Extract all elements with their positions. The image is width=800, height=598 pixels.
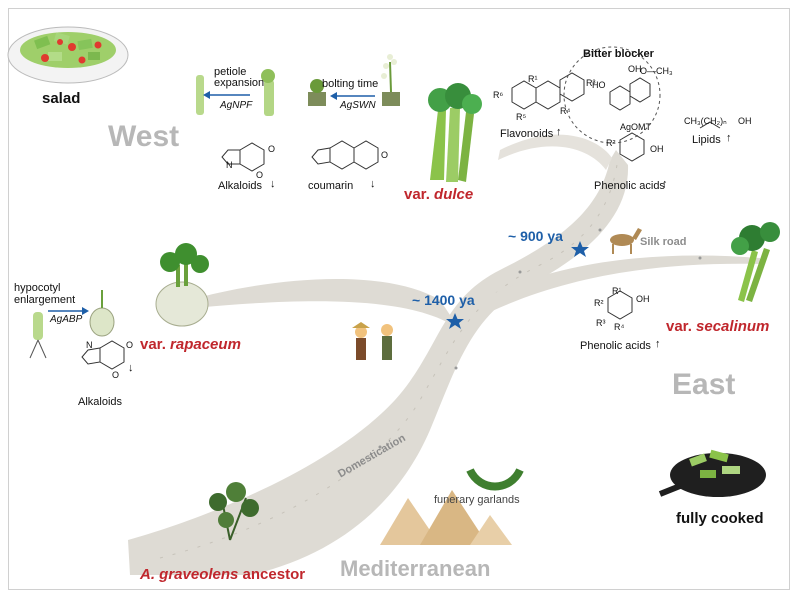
timeline-900: ~ 900 ya <box>508 228 563 244</box>
bb-och3: O—CH₃ <box>640 66 673 76</box>
flav-r4: R⁵ <box>516 112 527 122</box>
bolting-plant-icons <box>308 54 400 106</box>
rapaceum-road <box>190 279 460 330</box>
secalinum-celery-icon <box>731 222 780 302</box>
sec-phenolic-label: Phenolic acids <box>580 340 651 352</box>
dulce-phenolic-r2: R² <box>606 138 616 148</box>
dulce-phenolic-label: Phenolic acids <box>594 180 665 192</box>
dulce-celery-icon <box>428 83 482 182</box>
sec-phenolic-r2: R² <box>594 298 604 308</box>
alk-o-1: O <box>268 144 276 154</box>
alk-n-1: N <box>226 160 233 170</box>
timeline-1400: ~ 1400 ya <box>412 292 475 308</box>
dulce-road <box>498 134 612 170</box>
var-rapaceum-label: var. rapaceum <box>140 336 241 353</box>
ancestor-label: A. graveolens ancestor <box>140 566 306 583</box>
bb-ho: HO <box>592 80 606 90</box>
region-east: East <box>672 368 736 401</box>
var-dulce-label: var. dulce <box>404 186 474 203</box>
sec-phenolic-up-arrow: ↑ <box>655 338 661 350</box>
flav-r2: R¹ <box>528 74 538 84</box>
camel-icon <box>610 228 642 254</box>
fully-cooked-label: fully cooked <box>676 510 764 527</box>
rapaceum-celeriac-icon <box>155 243 209 327</box>
sec-phenolic-r3: R³ <box>596 318 606 328</box>
sec-phenolic-r4: R⁴ <box>614 322 625 332</box>
dulce-phenolic-up-arrow: ↑ <box>662 178 668 190</box>
coumarin-o: O <box>381 150 389 160</box>
coumarin-label: coumarin <box>308 180 354 192</box>
chemical-structures <box>81 72 721 370</box>
lipids-label: Lipids <box>692 134 721 146</box>
pyramids-icon <box>380 490 512 545</box>
star-900-icon <box>571 241 589 257</box>
flav-r3: R³ <box>586 78 596 88</box>
hypocotyl-label: hypocotyl enlargement <box>14 282 76 306</box>
salad-label: salad <box>42 90 81 107</box>
sec-phenolic-oh: OH <box>636 294 650 304</box>
domestication-road <box>128 150 629 575</box>
star-1400-icon <box>446 313 464 329</box>
garland-icon <box>466 467 524 491</box>
coumarin-down-arrow: ↓ <box>370 178 376 190</box>
road-network <box>128 134 760 575</box>
lipid-oh: OH <box>738 116 752 126</box>
bitter-blocker-label: Bitter blocker <box>583 48 654 60</box>
region-west: West <box>108 120 180 153</box>
agnpf-gene: AgNPF <box>220 100 253 111</box>
rapaceum-alkaloids-label: Alkaloids <box>78 396 123 408</box>
silk-road <box>480 255 760 312</box>
lipids-up-arrow: ↑ <box>726 132 732 144</box>
flavonoids-label: Flavonoids <box>500 128 554 140</box>
salad-bowl-icon <box>7 26 129 84</box>
var-secalinum-label: var. secalinum <box>666 318 770 335</box>
west-alkaloids-label: Alkaloids <box>218 180 263 192</box>
bitter-blocker-circle <box>563 46 661 144</box>
funerary-garlands-label: funerary garlands <box>434 494 520 506</box>
farmers-icon <box>352 322 393 360</box>
bb-oh: OH <box>628 64 642 74</box>
flav-r1: R⁶ <box>493 90 504 100</box>
west-alkaloids-down-arrow: ↓ <box>270 178 276 190</box>
agomt-gene: AgOMT <box>620 122 652 132</box>
cooked-pan-icon <box>658 449 766 497</box>
lipid-chain: CH₃(CH₂)ₙ <box>684 116 727 126</box>
petiole-celery-icons <box>196 69 275 116</box>
agabp-gene: AgABP <box>50 314 83 325</box>
sec-phenolic-r1: R¹ <box>612 286 622 296</box>
flav-r5: R⁴ <box>560 106 571 116</box>
rapaceum-alkaloids-down-arrow: ↓ <box>128 362 134 374</box>
agswn-gene: AgSWN <box>340 100 376 111</box>
rap-o-2: O <box>112 370 120 380</box>
region-mediterranean: Mediterranean <box>340 556 491 581</box>
hypocotyl-plant-icons <box>29 290 115 359</box>
petiole-expansion-label: petiole expansion <box>214 66 265 89</box>
alk-o-2: O <box>256 170 264 180</box>
rap-n-1: N <box>86 340 93 350</box>
figure-frame <box>8 8 790 590</box>
ancestor-plant-icon <box>209 482 259 541</box>
silk-road-label: Silk road <box>640 236 687 248</box>
rap-o-1: O <box>126 340 134 350</box>
flavonoids-up-arrow: ↑ <box>556 126 562 138</box>
bolting-time-label: bolting time <box>322 78 379 90</box>
dulce-phenolic-oh: OH <box>650 144 664 154</box>
